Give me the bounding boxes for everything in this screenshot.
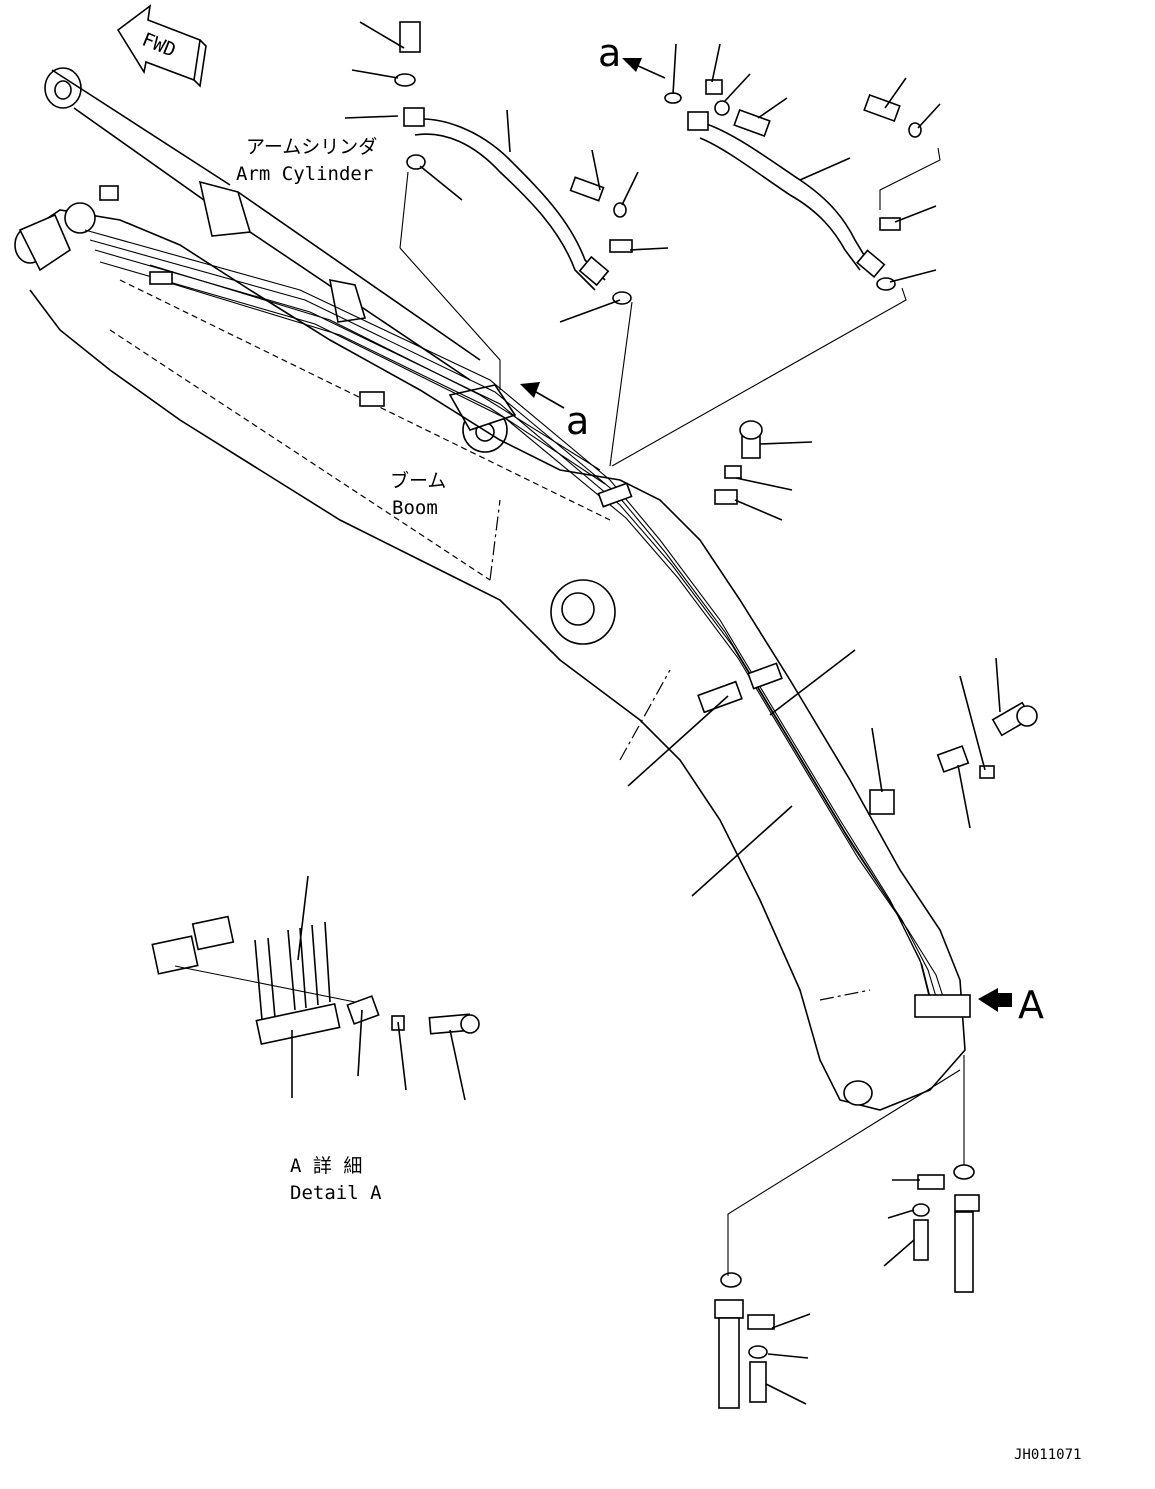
leader-lines <box>291 21 1001 1405</box>
arm-cylinder-label-jp: アームシリンダ <box>246 136 377 158</box>
clamp-parts-center <box>714 420 763 505</box>
boom-label-jp: ブーム <box>390 469 446 492</box>
boom-body <box>14 202 966 1111</box>
reference-arrow-icon <box>520 58 1012 1012</box>
lower-fittings <box>714 1055 980 1409</box>
detail-a-assembly <box>151 915 480 1046</box>
hydraulic-lines <box>84 185 971 1018</box>
boom-label-en: Boom <box>392 497 438 519</box>
view-label-a: A <box>1018 983 1044 1027</box>
detail-label-en: Detail A <box>290 1182 382 1204</box>
hose-right <box>664 79 922 291</box>
fwd-arrow-icon: FWD <box>116 4 207 88</box>
arm-cylinder-label-en: Arm Cylinder <box>236 163 373 185</box>
clamp-parts-right <box>869 701 1038 815</box>
ref-label-a-top: a <box>598 31 621 75</box>
detail-label-jp: A 詳 細 <box>290 1155 362 1177</box>
drawing-code: JH011071 <box>1014 1447 1081 1463</box>
hose-left <box>394 21 633 305</box>
ref-label-a-mid: a <box>566 399 589 443</box>
arm-cylinder <box>44 67 517 453</box>
